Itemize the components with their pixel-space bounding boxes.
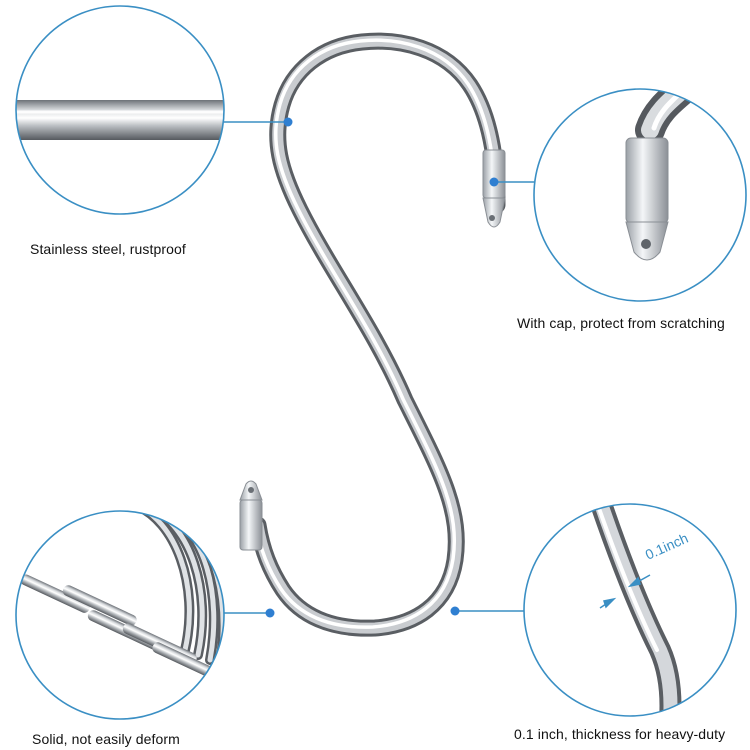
detail-rod-icon: [15, 5, 225, 215]
detail-stack-icon: [15, 510, 225, 720]
measure-arrows-icon: [599, 574, 651, 609]
marker-dot-cap: [489, 177, 499, 187]
top-cap-icon: [482, 149, 506, 228]
detail-bend-icon: 0.1inch: [523, 503, 737, 717]
marker-dot-material: [283, 117, 293, 127]
caption-solid: Solid, not easily deform: [32, 731, 180, 747]
callout-lines: [224, 121, 534, 614]
detail-cap-icon: [533, 88, 747, 302]
bottom-cap-icon: [239, 480, 263, 551]
marker-dot-solid: [265, 608, 275, 618]
caption-cap: With cap, protect from scratching: [517, 315, 725, 331]
caption-thickness: 0.1 inch, thickness for heavy-duty: [514, 726, 726, 742]
s-hook-icon: [239, 32, 506, 637]
caption-material: Stainless steel, rustproof: [30, 241, 186, 257]
measure-label: 0.1inch: [643, 530, 691, 563]
marker-dot-thickness: [450, 606, 460, 616]
marker-dots: [265, 117, 499, 618]
